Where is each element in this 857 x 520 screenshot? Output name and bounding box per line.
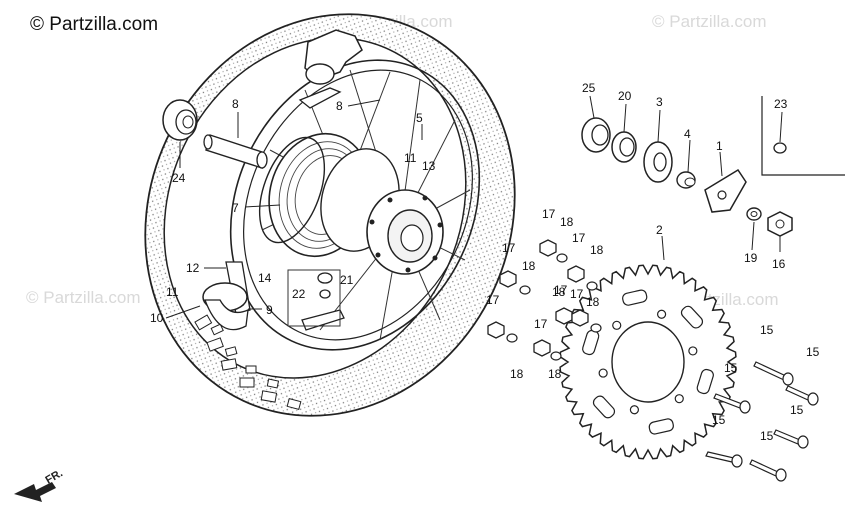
- part-callout-c18f: 18: [548, 367, 562, 381]
- part-callout-c18d: 18: [552, 285, 566, 299]
- sprocket-nuts: [487, 239, 602, 361]
- part-callout-c15f: 15: [760, 429, 774, 443]
- part-callout-c17g: 17: [554, 283, 568, 297]
- part-callout-c3: 3: [656, 95, 663, 109]
- part-callout-c2: 2: [656, 223, 663, 237]
- faint-watermark: © Partzilla.com: [652, 12, 767, 31]
- spoke-nipples: [287, 269, 345, 331]
- part-callout-c18e: 18: [510, 367, 524, 381]
- part-callout-c1: 1: [716, 139, 723, 153]
- part-callout-c15e: 15: [712, 413, 726, 427]
- part-callout-c20: 20: [618, 89, 632, 103]
- part-callout-c18c: 18: [522, 259, 536, 273]
- part-callout-c24: 24: [172, 171, 186, 185]
- sprocket-lightening-slot: [622, 289, 648, 306]
- sprocket-center-hole: [611, 321, 685, 403]
- part-callout-c15b: 15: [806, 345, 820, 359]
- part-callout-c11b: 11: [166, 285, 179, 299]
- bearing: [162, 99, 198, 141]
- axle-nut: [767, 211, 793, 237]
- part-callout-c15d: 15: [790, 403, 804, 417]
- sprocket-bolt-hole: [598, 368, 608, 378]
- sprocket-lightening-slot: [680, 305, 704, 329]
- sprocket-bolt-hole: [629, 405, 640, 415]
- part-callout-c10: 10: [150, 311, 164, 325]
- part-callout-c16: 16: [772, 257, 786, 271]
- part-callout-c13: 13: [422, 159, 436, 173]
- part-callout-c15a: 15: [760, 323, 774, 337]
- sprocket-bolt-hole: [674, 394, 684, 404]
- axle-collar: [203, 134, 268, 169]
- sprocket-bolt-hole: [656, 309, 667, 319]
- sprocket-lightening-slot: [696, 368, 714, 395]
- part-callout-c11a: 11: [404, 151, 417, 165]
- tube-valve: [202, 261, 251, 331]
- part-callout-c12: 12: [186, 261, 200, 275]
- front-direction-arrow: FR.: [14, 467, 65, 502]
- part-callout-c17d: 17: [486, 293, 500, 307]
- part-callout-c8a: 8: [232, 97, 239, 111]
- part-callout-c25: 25: [582, 81, 596, 95]
- sprocket-bolt-hole: [688, 346, 698, 356]
- part-callout-c18b: 18: [590, 243, 604, 257]
- sprocket-bolts: [705, 361, 819, 482]
- part-callout-c17c: 17: [502, 241, 516, 255]
- sprocket-bolt-hole: [612, 320, 622, 330]
- faint-watermark: © Partzilla.com: [26, 288, 141, 307]
- fr-label: FR.: [44, 467, 65, 486]
- washer: [746, 207, 762, 221]
- part-callout-c5: 5: [416, 111, 423, 125]
- part-callout-c17f: 17: [534, 317, 548, 331]
- cotter-pin: [761, 96, 845, 176]
- driven-sprocket: [559, 264, 737, 460]
- rear-rim: [229, 59, 481, 351]
- part-callout-c14: 14: [258, 271, 272, 285]
- rim-lock: [298, 29, 363, 109]
- part-callout-c4: 4: [684, 127, 691, 141]
- partzilla-watermark: © Partzilla.com: [30, 14, 159, 35]
- part-callout-c15c: 15: [724, 361, 738, 375]
- part-callout-c8b: 8: [336, 99, 343, 113]
- part-callout-c17a: 17: [542, 207, 556, 221]
- part-callout-c17e: 17: [570, 287, 584, 301]
- sprocket-lightening-slot: [592, 395, 616, 419]
- part-callout-c7: 7: [232, 201, 239, 215]
- sprocket-lightening-slot: [648, 418, 674, 435]
- part-callout-c9: 9: [266, 303, 273, 317]
- hub-bearings: [581, 117, 747, 213]
- part-callout-c17b: 17: [572, 231, 586, 245]
- part-callout-c18a: 18: [560, 215, 574, 229]
- part-callout-c21: 21: [340, 273, 354, 287]
- part-callout-c23: 23: [774, 97, 788, 111]
- part-callout-c18g: 18: [586, 295, 600, 309]
- part-callout-c19: 19: [744, 251, 758, 265]
- part-callout-c22: 22: [292, 287, 306, 301]
- rear-hub-drum: [258, 132, 444, 275]
- leader-lines: [165, 95, 783, 319]
